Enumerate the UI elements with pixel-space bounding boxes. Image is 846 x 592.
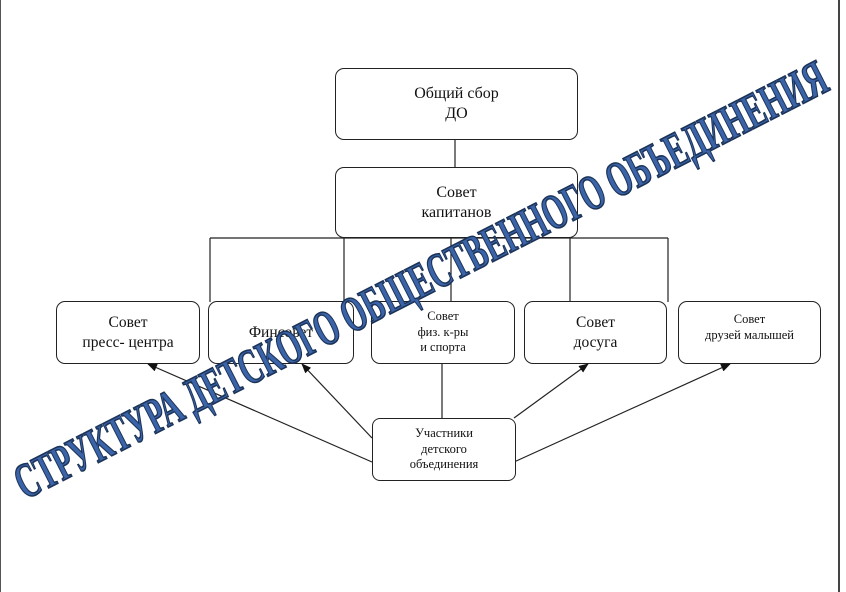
page-border-right — [838, 0, 840, 592]
finance-council-node: Финсовет — [208, 301, 354, 364]
captains-council-label: Совет капитанов — [421, 183, 492, 221]
leisure-council-label: Совет досуга — [573, 314, 618, 351]
participants-node: Участники детского объединения — [372, 418, 516, 481]
general-assembly-node: Общий сбор ДО — [335, 68, 578, 140]
participants-label: Участники детского объединения — [409, 426, 479, 472]
finance-council-label: Финсовет — [248, 323, 314, 341]
press-center-council-label: Совет пресс- центра — [82, 314, 174, 351]
arrow-to-kids-council — [513, 363, 731, 463]
arrow-to-leisure-council — [513, 363, 589, 419]
page-border-left — [0, 0, 1, 592]
sport-council-label: Совет физ. к-ры и спорта — [417, 309, 469, 355]
captains-council-node: Совет капитанов — [335, 167, 578, 238]
kids-friends-council-label: Совет друзей малышей — [705, 312, 794, 342]
kids-friends-council-node: Совет друзей малышей — [678, 301, 821, 364]
arrow-to-press-council — [147, 363, 373, 463]
arrow-to-finance-council — [301, 363, 373, 439]
press-center-council-node: Совет пресс- центра — [56, 301, 200, 364]
sport-council-node: Совет физ. к-ры и спорта — [371, 301, 515, 364]
leisure-council-node: Совет досуга — [524, 301, 667, 364]
general-assembly-label: Общий сбор ДО — [414, 85, 499, 122]
